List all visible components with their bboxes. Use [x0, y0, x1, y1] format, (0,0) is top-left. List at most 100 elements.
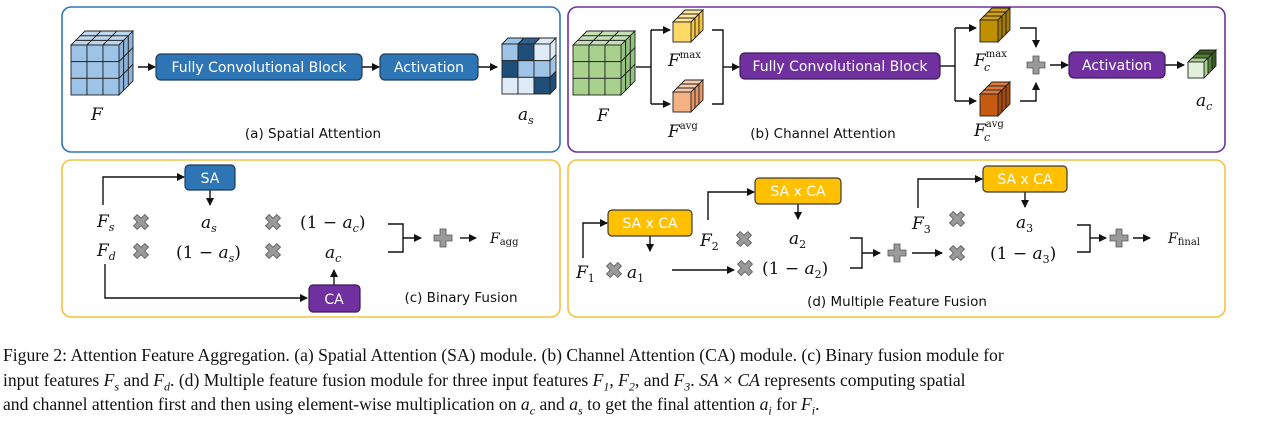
cube-side-cell: [694, 82, 700, 110]
caption-math: F1: [592, 369, 610, 394]
caption-math-sub: c: [529, 403, 536, 418]
output-as-label: as: [518, 105, 534, 127]
sa-box: [184, 164, 236, 191]
math-sub: 3: [1026, 222, 1033, 235]
cube-side-cell: [698, 78, 704, 106]
multiply-shape: [605, 261, 623, 279]
caption-math-sub: i: [811, 403, 816, 418]
fmax-label: Fmax: [667, 50, 701, 71]
cube-front-cell: [979, 93, 999, 117]
add-shape: [1026, 55, 1046, 75]
arrow: [707, 188, 755, 220]
math-base: a: [343, 213, 353, 233]
multiply-shape: [132, 242, 150, 260]
multiply-shape: [948, 210, 966, 228]
cube-front-cell: [501, 43, 519, 62]
cube-front-cell: [604, 77, 622, 96]
merge-line: [388, 223, 404, 253]
panel-d-caption: (d) Multiple Feature Fusion: [807, 294, 987, 310]
caption-text: represents computing spatial: [759, 369, 966, 390]
cube-front-cell: [517, 76, 535, 95]
cube-front-cell: [1187, 61, 1205, 79]
input-f-label: F: [596, 106, 610, 126]
cube-front-cell: [572, 77, 590, 96]
feature-cube-f: [69, 29, 135, 97]
math-post: ): [359, 213, 366, 233]
cube-front-cell: [86, 77, 104, 96]
math-base: a: [219, 243, 229, 263]
cube-front-cell: [588, 44, 606, 63]
cube-front-cell: [70, 61, 88, 79]
math-sub: 1: [588, 272, 595, 285]
panel-a-caption: (a) Spatial Attention: [245, 126, 381, 142]
cube-front-cell: [501, 76, 519, 95]
math-pre: (1 −: [300, 213, 343, 233]
fagg-label: Fagg: [489, 231, 519, 248]
caption-line: input features Fs and Fd. (d) Multiple f…: [3, 368, 1281, 393]
caption-math-sub: s: [578, 403, 583, 418]
caption-math-sub: 3: [684, 379, 691, 394]
math-base: F: [1167, 231, 1179, 247]
cube-front-cell: [533, 60, 551, 78]
math-base: a: [805, 259, 815, 279]
one-minus-as-label: (1 − as): [176, 243, 241, 265]
multiply-shape: [735, 230, 753, 248]
panel-d-connectors: [582, 175, 1151, 274]
multiply-icon: [948, 210, 966, 228]
cube-side-cell: [1203, 56, 1209, 80]
caption-math-sub: i: [768, 403, 772, 418]
math-base: a: [1016, 213, 1026, 233]
figure-diagram: Fully Convolutional Block Activation F a…: [61, 6, 1226, 318]
math-base: F: [973, 121, 987, 141]
math-base: F: [96, 241, 110, 261]
cube-side-cell: [1005, 80, 1011, 110]
f3-label: F3: [911, 214, 931, 236]
panel-c-caption: (c) Binary Fusion: [404, 290, 517, 306]
cube-front-cell: [70, 77, 88, 96]
figure-caption: Figure 2: Attention Feature Aggregation.…: [3, 343, 1281, 417]
caption-text: , and: [634, 369, 674, 390]
caption-text: ,: [609, 369, 619, 390]
caption-math: F3: [673, 369, 691, 394]
math-sup: max: [986, 49, 1007, 60]
caption-text: Figure 2: Attention Feature Aggregation.…: [3, 345, 1004, 365]
math-base: F: [699, 231, 713, 251]
math-sub: 3: [924, 223, 931, 236]
favg-label: Favg: [667, 121, 698, 142]
add-icon: [887, 243, 907, 263]
activation-block-b-label: Activation: [1082, 58, 1152, 74]
spatial-attention-map-as: [500, 36, 558, 96]
fs-label: Fs: [96, 212, 115, 234]
sa-x-ca-box-3: [982, 165, 1068, 193]
cube-front-cell: [86, 61, 104, 79]
cube-front-cell: [501, 60, 519, 78]
cube-front-cell: [517, 60, 535, 78]
cube-side-cell: [1001, 10, 1007, 40]
add-icon: [1026, 55, 1046, 75]
math-sup: max: [680, 50, 701, 61]
math-base: a: [627, 263, 637, 283]
a1-label: a1: [627, 263, 644, 285]
cube-side-cell: [127, 63, 134, 87]
caption-math: Fs: [103, 369, 120, 394]
panel-d-frame: [567, 159, 1226, 318]
sa-x-ca-box-2-label: SA x CA: [770, 184, 826, 200]
activation-block-a: [379, 53, 479, 81]
multiply-icon: [132, 213, 150, 231]
caption-math: ai: [759, 394, 772, 418]
math-sub: 1: [637, 272, 644, 285]
math-base: F: [911, 214, 925, 234]
cube-front-cell: [70, 44, 88, 63]
input-f-label: F: [90, 105, 104, 125]
arrow: [1020, 82, 1040, 102]
cube-front-cell: [517, 43, 535, 62]
add-shape: [1109, 228, 1129, 248]
cube-side-cell: [629, 63, 636, 87]
multiply-icon: [264, 242, 282, 260]
caption-math: ac: [520, 394, 536, 418]
math-sub: c: [984, 61, 990, 74]
activation-block-a-label: Activation: [394, 60, 464, 76]
as-label: as: [201, 213, 217, 235]
merge-line: [1077, 224, 1091, 253]
multiply-shape: [736, 259, 754, 277]
